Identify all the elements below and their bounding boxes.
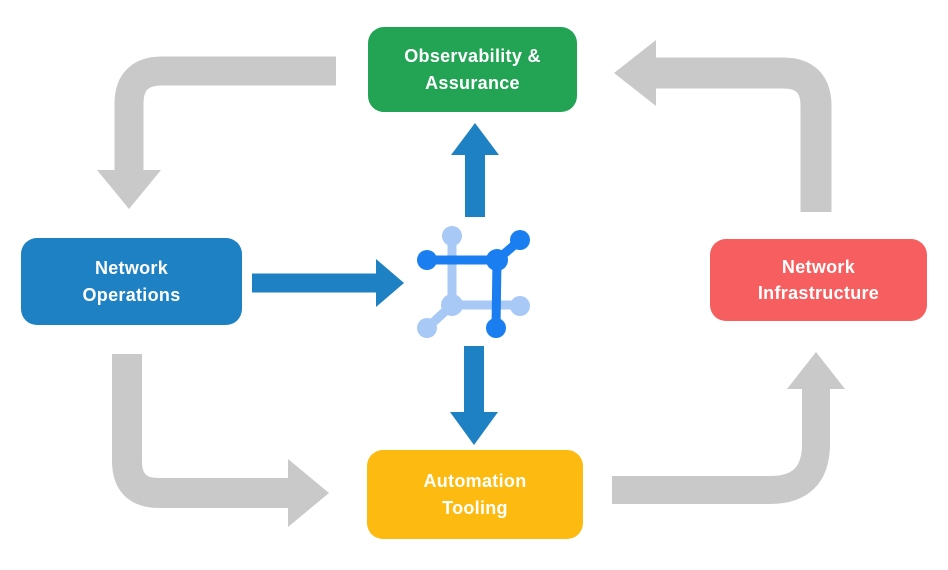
cycle-arrow-infrastructure-to-observability — [614, 40, 832, 212]
flow-arrow-operations-to-center — [252, 259, 404, 307]
node-network-infrastructure: Network Infrastructure — [710, 239, 927, 321]
node-label: Network Infrastructure — [757, 256, 880, 303]
node-observability-assurance: Observability & Assurance — [368, 27, 577, 112]
flow-arrow-center-to-automation — [450, 346, 498, 445]
node-label: Automation Tooling — [423, 471, 527, 518]
node-network-operations: Network Operations — [21, 238, 242, 325]
network-mesh-icon — [417, 226, 530, 338]
node-automation-tooling: Automation Tooling — [367, 450, 583, 539]
cycle-arrow-operations-to-automation — [112, 354, 329, 527]
flow-arrow-center-to-observability — [451, 123, 499, 217]
node-label: Network Operations — [82, 258, 181, 305]
node-label: Observability & Assurance — [404, 46, 541, 93]
cycle-arrow-automation-to-infrastructure — [612, 352, 845, 504]
cycle-arrow-observability-to-operations — [97, 56, 336, 209]
